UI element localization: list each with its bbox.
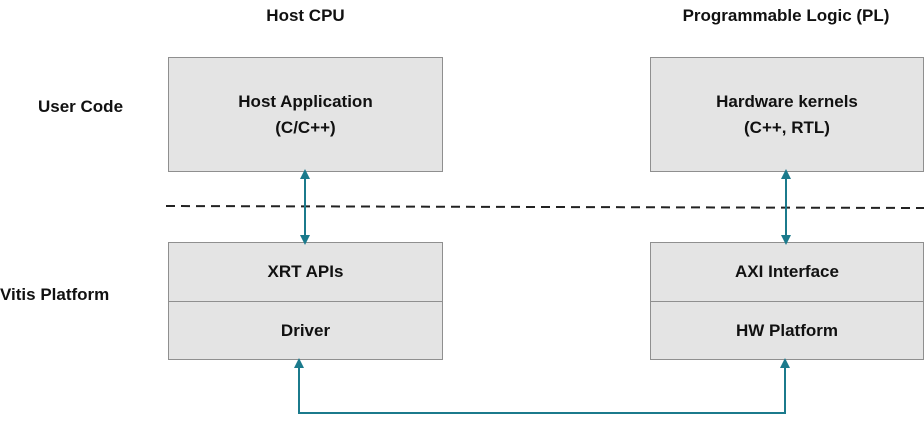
- host-application-title: Host Application: [238, 91, 373, 111]
- host-application-box: Host Application (C/C++): [168, 57, 443, 172]
- driver-to-hw-platform-arrow: [294, 358, 790, 414]
- column-heading-host-cpu: Host CPU: [266, 6, 345, 25]
- hardware-kernels-subtitle: (C++, RTL): [744, 117, 830, 137]
- pl-platform-stack: AXI Interface HW Platform: [650, 242, 924, 360]
- host-platform-stack: XRT APIs Driver: [168, 242, 443, 360]
- driver-layer: Driver: [169, 301, 442, 359]
- axi-interface-layer: AXI Interface: [735, 262, 839, 281]
- user-platform-divider: [165, 205, 924, 209]
- hardware-kernels-box: Hardware kernels (C++, RTL): [650, 57, 924, 172]
- column-heading-programmable-logic: Programmable Logic (PL): [682, 6, 890, 25]
- hw-platform-layer: HW Platform: [651, 301, 923, 359]
- hardware-kernels-title: Hardware kernels: [716, 91, 858, 111]
- row-label-vitis-platform: Vitis Platform: [0, 285, 110, 304]
- row-label-user-code: User Code: [38, 97, 124, 116]
- host-application-subtitle: (C/C++): [275, 117, 336, 137]
- xrt-apis-layer: XRT APIs: [267, 262, 344, 281]
